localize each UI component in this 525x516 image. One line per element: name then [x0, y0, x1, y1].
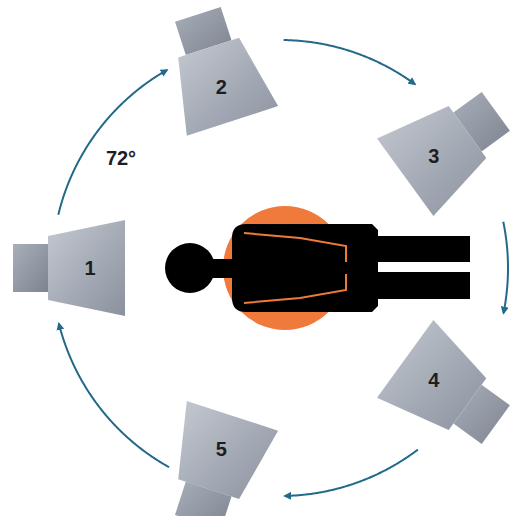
patient-arm-line: [244, 233, 346, 262]
detector-head: 4: [375, 318, 512, 446]
patient-torso: [232, 224, 378, 312]
detector-face: [178, 401, 278, 499]
detector-number: 5: [216, 439, 227, 459]
detector-head: 1: [11, 218, 127, 318]
detector-number: 1: [84, 258, 95, 278]
rotation-arrow: [503, 222, 508, 313]
detector-face: [377, 106, 486, 216]
detector-outline: [375, 318, 512, 446]
detector-face: [377, 320, 486, 430]
rotation-arrow: [284, 40, 415, 84]
patient-head: [165, 243, 215, 293]
detector-number: 2: [216, 77, 227, 97]
detector-outline: [375, 90, 512, 218]
angle-label: 72°: [106, 148, 136, 168]
detector-face: [178, 37, 278, 135]
detector-head: 3: [375, 90, 512, 218]
detector-collimator-back: [13, 244, 48, 292]
detector-face: [48, 220, 125, 316]
detector-number: 3: [428, 146, 439, 166]
patient-leg: [370, 236, 470, 262]
detector-number: 4: [428, 370, 439, 390]
detector-head: 5: [173, 399, 280, 516]
rotation-arrow: [58, 70, 167, 215]
patient-arm-line: [244, 274, 346, 303]
detector-outline: [11, 218, 127, 318]
detector-head: 2: [173, 5, 280, 138]
patient-leg: [370, 272, 470, 299]
rotation-arrow: [59, 324, 169, 468]
rotation-arrow: [285, 450, 418, 496]
detector-outline: [173, 5, 280, 138]
